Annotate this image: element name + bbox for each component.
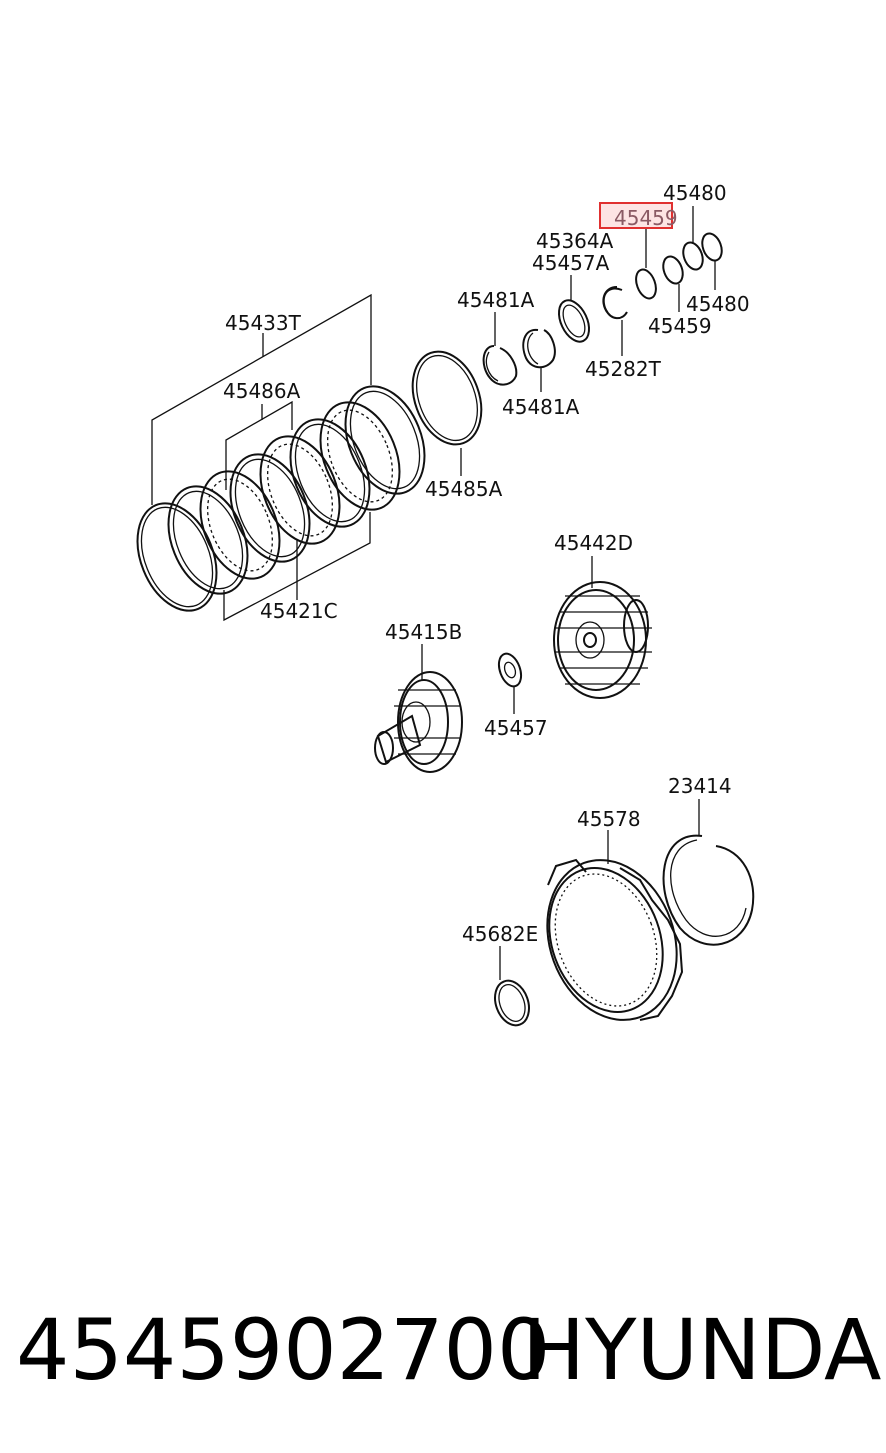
ring-45459-a — [662, 255, 684, 285]
label-45421C: 45421C — [260, 599, 338, 623]
washer-45682E — [494, 979, 530, 1027]
label-45282T: 45282T — [585, 357, 662, 381]
label-45486A: 45486A — [223, 379, 301, 403]
label-45682E: 45682E — [462, 922, 538, 946]
label-45457: 45457 — [484, 716, 548, 740]
snap-ring-45481A-b — [522, 328, 556, 369]
clutch-pack — [136, 385, 426, 612]
label-45459-highlighted: 45459 — [614, 206, 678, 230]
bracket-45433T — [151, 293, 372, 505]
label-45457A: 45457A — [532, 251, 610, 275]
highlight-box — [599, 202, 673, 229]
ring-45459-b — [635, 268, 657, 300]
ring-45480-b — [682, 241, 704, 271]
bearing-45364A — [557, 299, 591, 343]
brand-caption: HYUNDAI — [522, 1301, 886, 1399]
one-way-clutch-45578 — [546, 858, 684, 1021]
label-45480-right: 45480 — [686, 292, 750, 316]
gear-45415B — [374, 671, 463, 773]
label-45442D: 45442D — [554, 531, 633, 555]
label-45415B: 45415B — [385, 620, 462, 644]
snap-ring-23414 — [662, 834, 755, 946]
ring-45480-a — [701, 232, 723, 262]
leader-lines — [421, 206, 716, 980]
snap-ring-45485A — [411, 350, 483, 446]
label-45481A-bottom: 45481A — [502, 395, 580, 419]
label-45433T: 45433T — [225, 311, 302, 335]
snap-ring-45481A-a — [482, 345, 518, 386]
thrust-washer-45457 — [497, 652, 523, 688]
gear-45442D — [553, 581, 652, 699]
part-number-caption: 4545902700 — [16, 1301, 551, 1399]
label-45364A: 45364A — [536, 229, 614, 253]
snap-ring-45282T — [602, 286, 628, 320]
label-45481A-top: 45481A — [457, 288, 535, 312]
bracket-45421C — [223, 512, 371, 622]
label-45578: 45578 — [577, 807, 641, 831]
label-45459-right: 45459 — [648, 314, 712, 338]
label-45485A: 45485A — [425, 477, 503, 501]
bracket-45486A — [225, 400, 293, 490]
label-45480-top: 45480 — [663, 181, 727, 205]
label-23414: 23414 — [668, 774, 732, 798]
